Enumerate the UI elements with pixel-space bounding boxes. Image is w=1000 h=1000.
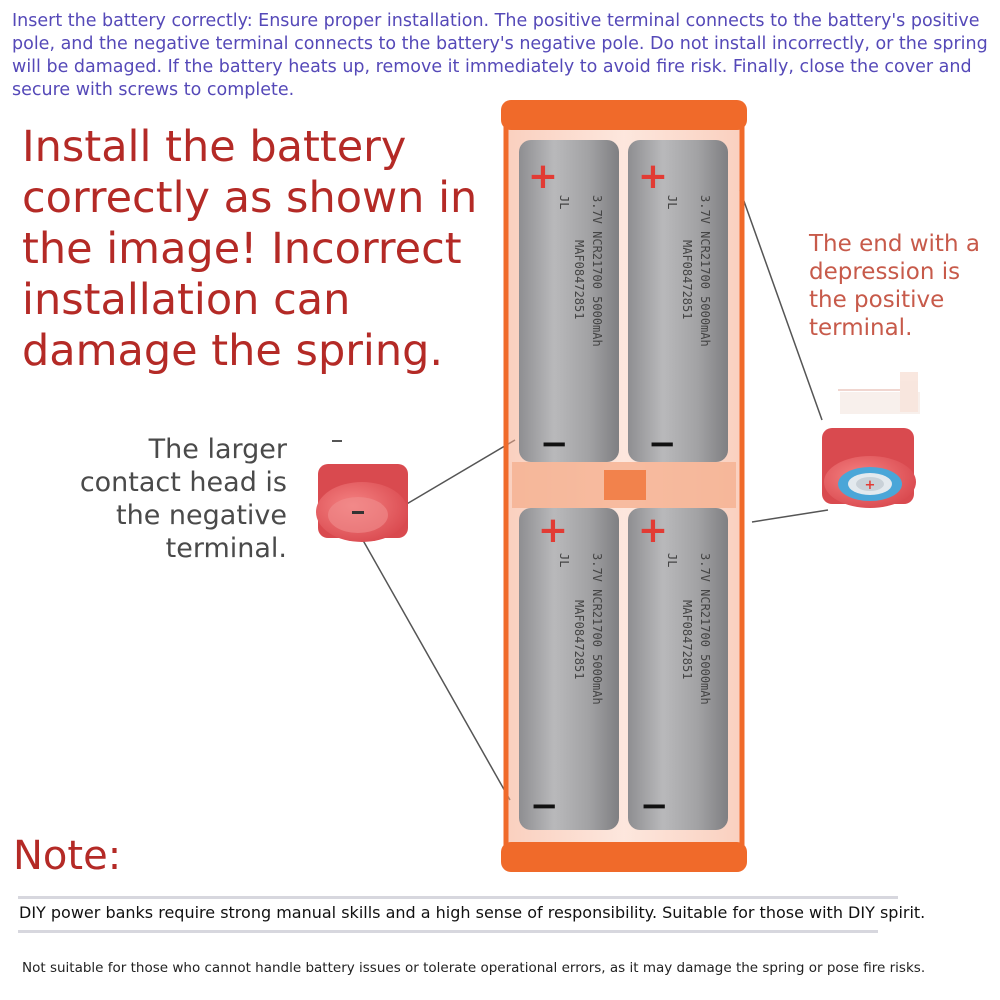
- faint-diagram-mark: [838, 372, 920, 414]
- positive-leader-line: [739, 189, 823, 421]
- plus-sign: +: [865, 478, 876, 493]
- plus-sign: +: [538, 510, 568, 551]
- minus-sign: −: [640, 786, 669, 826]
- plus-sign: +: [638, 156, 668, 197]
- battery-print-line: JL: [557, 195, 571, 209]
- battery-top-right: [628, 140, 728, 462]
- faint-underline: [18, 930, 878, 933]
- battery-print-line: JL: [665, 553, 679, 567]
- battery-case-top-cap: [501, 100, 747, 130]
- battery-print-line: 3.7V NCR21700 5000mAh: [590, 553, 604, 705]
- negative-terminal-label: The larger contact head is the negative …: [79, 434, 287, 564]
- intro-instructions: Insert the battery correctly: Ensure pro…: [12, 11, 988, 100]
- positive-leader-line: [751, 509, 829, 523]
- minus-sign: −: [540, 424, 569, 464]
- battery-print-line: 3.7V NCR21700 5000mAh: [590, 195, 604, 347]
- battery-print-line: 3.7V NCR21700 5000mAh: [698, 553, 712, 705]
- battery-print-line: MAF08472851: [572, 240, 586, 319]
- battery-print-line: 3.7V NCR21700 5000mAh: [698, 195, 712, 347]
- note-line-2: Not suitable for those who cannot handle…: [22, 960, 926, 976]
- divider-clip: [604, 470, 646, 500]
- faint-underline: [18, 896, 898, 899]
- battery-print-line: JL: [557, 553, 571, 567]
- plus-sign: +: [638, 510, 668, 551]
- plus-sign: +: [528, 156, 558, 197]
- battery-top-left: [519, 140, 619, 462]
- positive-terminal-closeup: +: [822, 428, 916, 508]
- battery-bottom-right: [628, 508, 728, 830]
- battery-case-bottom-cap: [501, 842, 747, 872]
- minus-sign: −: [648, 424, 677, 464]
- battery-bottom-left: [519, 508, 619, 830]
- minus-sign: −: [530, 786, 559, 826]
- note-line-1: DIY power banks require strong manual sk…: [19, 903, 926, 922]
- battery-print-line: MAF08472851: [680, 600, 694, 679]
- battery-print-line: JL: [665, 195, 679, 209]
- negative-terminal-closeup: [316, 464, 408, 542]
- battery-print-line: MAF08472851: [680, 240, 694, 319]
- headline-warning: Install the battery correctly as shown i…: [22, 122, 478, 376]
- minus-mark: [332, 440, 342, 442]
- negative-leader-line: [404, 439, 516, 506]
- note-title: Note:: [13, 833, 122, 879]
- battery-print-line: MAF08472851: [572, 600, 586, 679]
- positive-terminal-label: The end with a depression is the positiv…: [809, 231, 980, 341]
- negative-leader-line: [359, 534, 511, 801]
